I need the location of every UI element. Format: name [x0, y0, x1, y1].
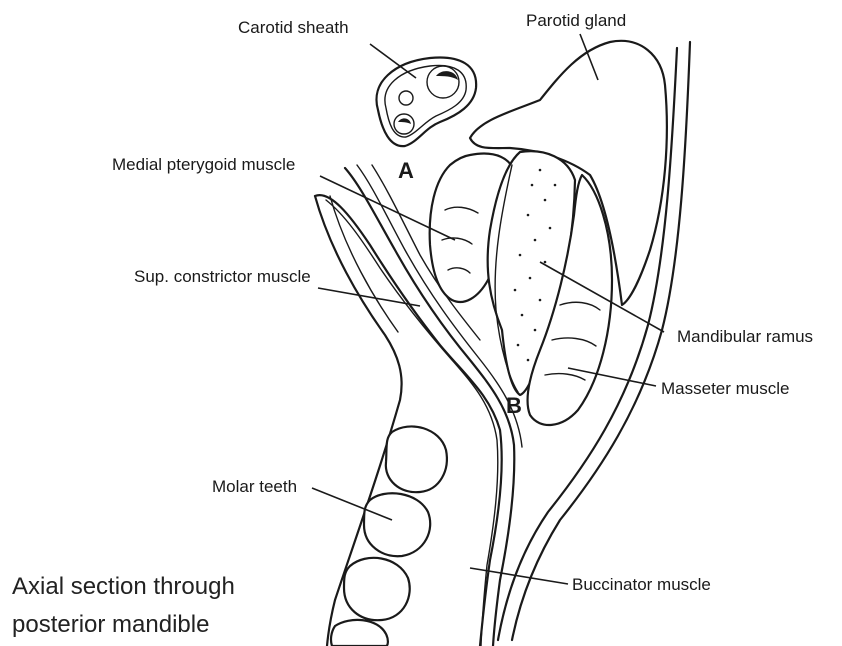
caption-line-1: Axial section through [12, 573, 235, 600]
caption-line-2: posterior mandible [12, 611, 209, 638]
label-carotid-sheath: Carotid sheath [238, 18, 349, 37]
label-medial-pterygoid: Medial pterygoid muscle [112, 155, 295, 174]
marker-a: A [398, 158, 414, 183]
leader-buccinator [470, 568, 568, 584]
label-mandibular-ramus: Mandibular ramus [677, 327, 813, 346]
marker-b: B [506, 393, 522, 418]
molar-tooth-1 [386, 426, 447, 492]
label-masseter: Masseter muscle [661, 379, 789, 398]
molar-teeth-group [331, 426, 447, 646]
label-molar-teeth: Molar teeth [212, 477, 297, 496]
molar-tooth-4 [331, 620, 388, 646]
carotid-sheath [377, 57, 477, 146]
caption: Axial section through posterior mandible [12, 573, 235, 638]
molar-tooth-3 [344, 558, 410, 620]
label-parotid-gland: Parotid gland [526, 11, 626, 30]
label-sup-constrictor: Sup. constrictor muscle [134, 267, 311, 286]
molar-tooth-2 [364, 493, 430, 556]
label-buccinator: Buccinator muscle [572, 575, 711, 594]
